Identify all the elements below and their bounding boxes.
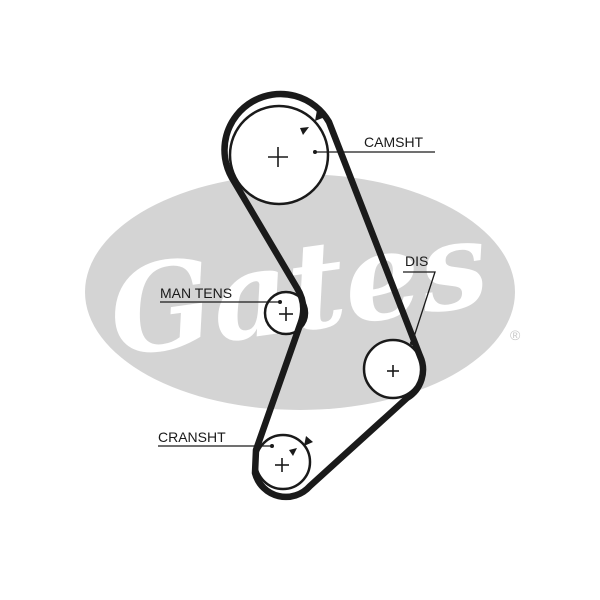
- watermark-registered-mark: ®: [510, 327, 521, 343]
- crankshaft-pulley: [254, 433, 312, 491]
- camshaft-timing-mark-icon: [300, 127, 309, 135]
- leader-dots: [270, 150, 414, 448]
- gates-watermark: Gates ®: [85, 174, 521, 410]
- crankshaft-center-plus-icon: [275, 458, 289, 472]
- crankshaft-timing-mark-icon: [289, 448, 297, 456]
- leader-lines: [158, 151, 436, 447]
- distributor-leader: [403, 271, 436, 344]
- center-marks: [268, 147, 399, 472]
- crankshaft-label: CRANSHT: [158, 429, 226, 445]
- timing-belt: [221, 90, 427, 501]
- camshaft-pulley: [228, 104, 330, 206]
- camshaft-label: CAMSHT: [364, 134, 424, 150]
- distributor-center-plus-icon: [387, 365, 399, 377]
- timing-marks: [289, 110, 325, 456]
- tensioner-center-plus-icon: [279, 307, 293, 321]
- tensioner-label: MAN TENS: [160, 285, 232, 301]
- distributor-label: DIS: [405, 253, 428, 269]
- camshaft-center-plus-icon: [268, 147, 288, 167]
- crankshaft-rotation-arrow-icon: [304, 436, 313, 446]
- camshaft-rotation-arrow-icon: [315, 110, 325, 121]
